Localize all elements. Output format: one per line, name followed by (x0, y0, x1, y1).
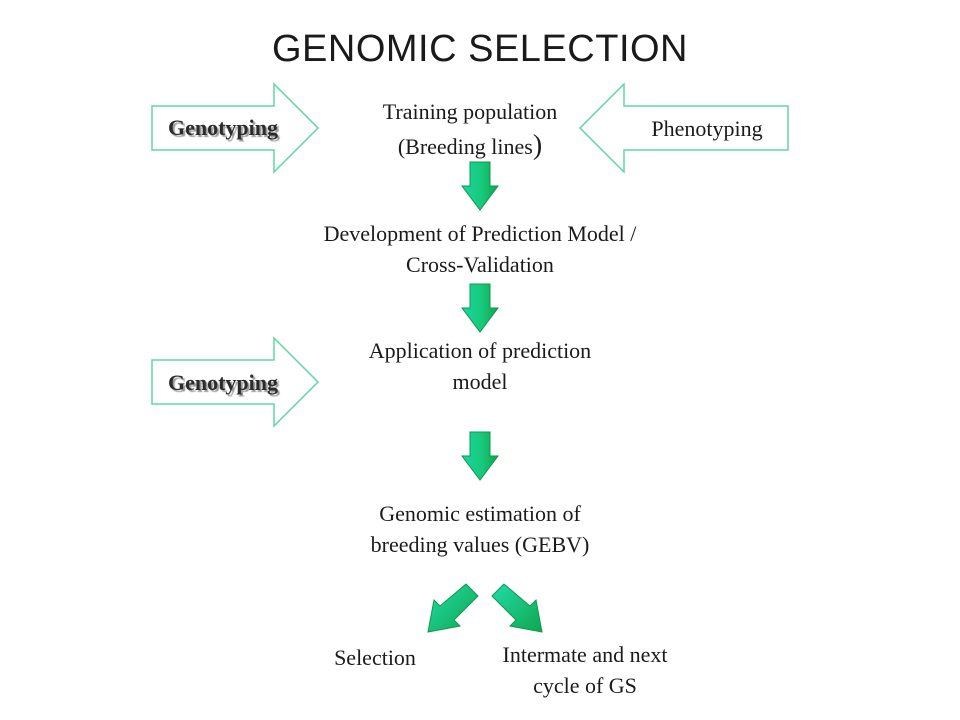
phenotyping-arrow (578, 82, 789, 174)
genotyping-label-middle: Genotyping (167, 370, 279, 395)
application-line2: model (452, 369, 508, 394)
selection-label: Selection (334, 645, 416, 670)
training-population-line2: (Breeding lines) (340, 130, 600, 162)
training-population-line1: Training population (382, 99, 558, 124)
intermate-line1: Intermate and next (502, 642, 668, 667)
flow-arrow-selection (427, 583, 479, 633)
prediction-model-line2: Cross-Validation (406, 252, 554, 277)
flow-arrow-down-2 (461, 283, 499, 333)
application-label: Application of prediction model (320, 335, 640, 397)
flow-arrow-intermate (491, 583, 543, 633)
phenotyping-label: Phenotyping (651, 116, 763, 141)
genotyping-label-top: Genotyping (167, 115, 279, 140)
breeding-lines-text: (Breeding lines (397, 134, 533, 159)
gebv-line2: breeding values (GEBV) (370, 532, 590, 557)
flow-arrow-down-3 (461, 431, 499, 481)
training-population-label: Training population (Breeding lines) (340, 96, 600, 162)
genotyping-arrow-top (151, 82, 320, 174)
gebv-label: Genomic estimation of breeding values (G… (320, 498, 640, 560)
diagram-title: GENOMIC SELECTION (272, 28, 688, 70)
prediction-model-label: Development of Prediction Model / Cross-… (270, 218, 690, 280)
gebv-line1: Genomic estimation of (379, 501, 581, 526)
closing-paren: ) (532, 130, 543, 161)
flow-arrow-down-1 (461, 161, 499, 211)
intermate-line2: cycle of GS (533, 673, 637, 698)
intermate-label: Intermate and next cycle of GS (460, 639, 710, 701)
prediction-model-line1: Development of Prediction Model / (323, 221, 637, 246)
application-line1: Application of prediction (368, 338, 592, 363)
genotyping-arrow-middle (151, 336, 320, 428)
